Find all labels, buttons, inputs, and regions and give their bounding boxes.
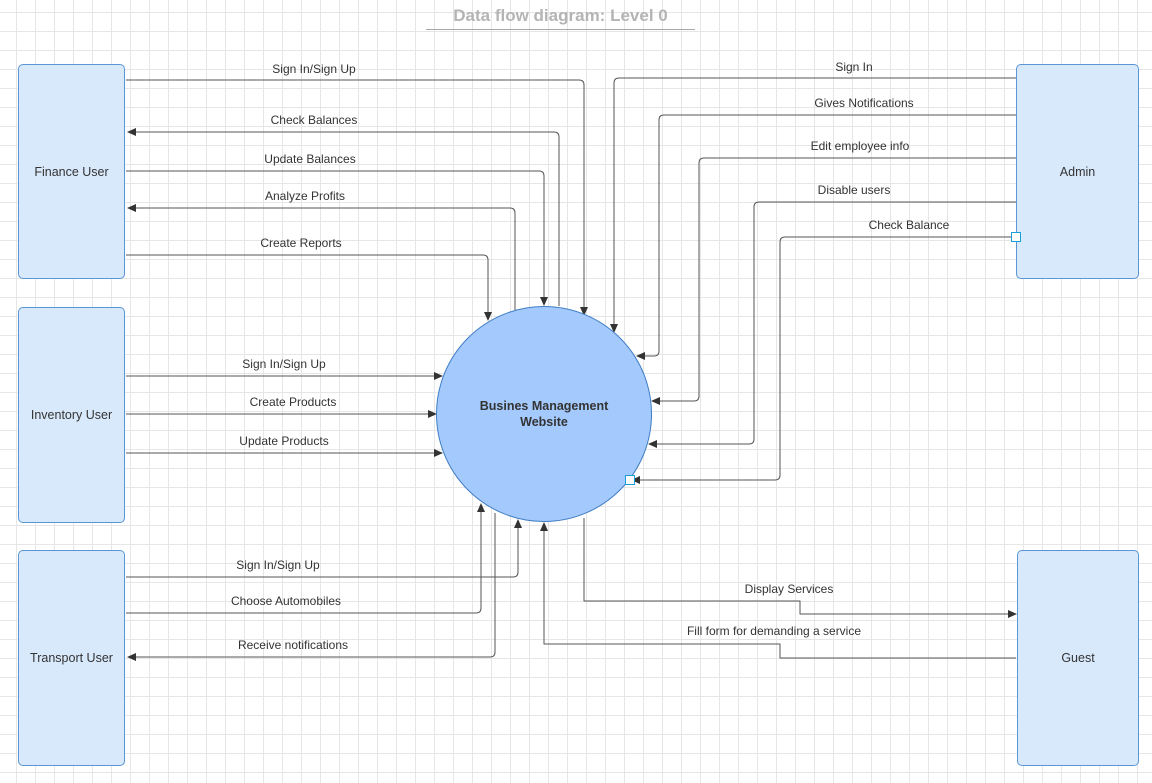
- entity-admin-label: Admin: [1059, 164, 1096, 179]
- flow-label-inventory-signin: Sign In/Sign Up: [242, 357, 326, 371]
- flow-line-transport-receive-notifications: [127, 513, 496, 661]
- flow-line-finance-analyze-profits: [127, 204, 516, 310]
- entity-finance-user-label: Finance User: [34, 164, 109, 179]
- flow-label-finance-signin: Sign In/Sign Up: [272, 62, 356, 76]
- flow-label-transport-signin: Sign In/Sign Up: [236, 558, 320, 572]
- flow-label-finance-update-balances: Update Balances: [264, 152, 356, 166]
- flow-label-finance-check-balances: Check Balances: [270, 113, 358, 127]
- flow-label-transport-choose-automobiles: Choose Automobiles: [230, 594, 342, 608]
- entity-guest-label: Guest: [1061, 651, 1095, 665]
- flow-line-finance-create-reports: [126, 254, 492, 321]
- flow-label-guest-fill-form: Fill form for demanding a service: [686, 624, 862, 638]
- flow-line-transport-choose-automobiles: [126, 503, 485, 614]
- flow-label-inventory-update-products: Update Products: [239, 434, 329, 448]
- flow-label-finance-create-reports: Create Reports: [260, 236, 342, 250]
- flow-label-inventory-create-products: Create Products: [249, 395, 337, 409]
- entity-admin[interactable]: Admin: [1016, 64, 1139, 279]
- process-label: Busines Management Website: [479, 399, 609, 429]
- flow-label-admin-edit-employee: Edit employee info: [810, 139, 910, 153]
- flow-label-admin-disable-users: Disable users: [817, 183, 891, 197]
- flow-line-admin-check-balance: [631, 236, 1016, 484]
- flow-label-finance-analyze-profits: Analyze Profits: [264, 189, 346, 203]
- entity-guest[interactable]: Guest: [1017, 550, 1139, 766]
- entity-inventory-user[interactable]: Inventory User: [18, 307, 125, 523]
- flow-line-admin-gives-notifications: [636, 114, 1016, 360]
- flow-line-guest-fill-form: [540, 522, 1016, 659]
- flow-label-admin-signin: Sign In: [835, 60, 873, 74]
- entity-transport-user-label: Transport User: [30, 651, 113, 665]
- flow-line-transport-signin: [126, 519, 522, 578]
- flow-label-guest-display-services: Display Services: [744, 582, 834, 596]
- entity-inventory-user-label: Inventory User: [30, 408, 113, 422]
- flow-line-admin-signin: [610, 77, 1016, 333]
- selection-handle[interactable]: [1011, 232, 1021, 242]
- page-title: Data flow diagram: Level 0: [426, 6, 695, 30]
- flow-line-admin-edit-employee: [651, 157, 1016, 405]
- flow-line-admin-disable-users: [648, 201, 1016, 448]
- flow-line-finance-check-balances: [127, 128, 560, 306]
- flow-line-finance-signin: [126, 79, 588, 316]
- flow-label-admin-check-balance: Check Balance: [868, 218, 950, 232]
- entity-transport-user[interactable]: Transport User: [18, 550, 125, 766]
- flow-label-transport-receive-notifications: Receive notifications: [237, 638, 349, 652]
- flow-label-admin-gives-notifications: Gives Notifications: [814, 96, 914, 110]
- flow-line-finance-update-balances: [126, 170, 548, 306]
- process-business-management-website[interactable]: Busines Management Website: [436, 306, 652, 522]
- flow-line-guest-display-services: [583, 518, 1017, 618]
- entity-finance-user[interactable]: Finance User: [18, 64, 125, 279]
- selection-handle[interactable]: [625, 475, 635, 485]
